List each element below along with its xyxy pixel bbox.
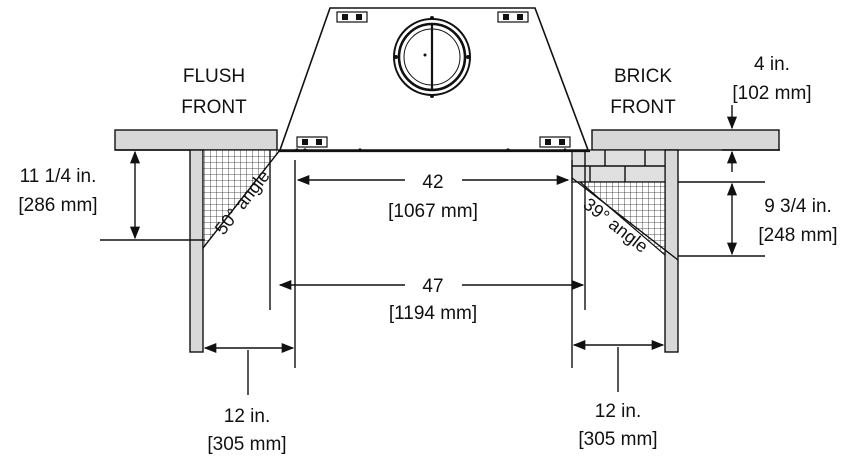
right-clearance-label-line1: 12 in.	[595, 401, 641, 422]
brick-height-dimension	[678, 181, 765, 257]
brick-height-label-line1: 9 3/4 in.	[764, 196, 832, 217]
bottom-left-bracket	[296, 136, 328, 148]
wall-thickness-label-line1: 4 in.	[754, 54, 790, 75]
flush-front-label-line2: FRONT	[181, 97, 247, 118]
right-clearance-dimension	[572, 339, 665, 392]
brick-courses	[571, 149, 666, 183]
brick-height-label-line2: [248 mm]	[758, 225, 837, 246]
right-angle-line	[571, 177, 679, 261]
flush-height-label-line1: 11 1/4 in.	[20, 166, 97, 187]
left-side-wall	[189, 149, 204, 353]
left-clearance-dimension	[203, 342, 295, 395]
left-clearance-label-line1: 12 in.	[224, 406, 270, 427]
left-clearance-label-line2: [305 mm]	[207, 434, 286, 455]
wall-thickness-dimension	[722, 105, 780, 172]
left-mantel-shelf	[114, 129, 278, 151]
right-mantel-shelf	[591, 129, 780, 151]
top-right-bracket	[497, 11, 529, 23]
flush-front-label-line1: FLUSH	[183, 66, 245, 87]
outer-width-label: 47	[422, 276, 443, 297]
inner-width-mm-label: [1067 mm]	[388, 201, 478, 222]
top-left-bracket	[336, 11, 368, 23]
wall-thickness-label-line2: [102 mm]	[732, 83, 811, 104]
left-angle-line	[202, 149, 281, 249]
brick-front-label-line1: BRICK	[614, 66, 672, 87]
outer-width-dimension	[278, 160, 585, 368]
right-clearance-label-line2: [305 mm]	[578, 429, 657, 450]
brick-front-label-line2: FRONT	[610, 97, 676, 118]
flush-height-dimension	[100, 149, 205, 241]
inner-width-dimension	[269, 150, 586, 310]
flush-height-label-line2: [286 mm]	[18, 195, 97, 216]
bottom-right-bracket	[539, 136, 571, 148]
fireplace-unit	[278, 7, 590, 153]
flue-collar-icon	[393, 16, 471, 98]
inner-width-label: 42	[422, 172, 443, 193]
outer-width-mm-label: [1194 mm]	[389, 303, 477, 324]
